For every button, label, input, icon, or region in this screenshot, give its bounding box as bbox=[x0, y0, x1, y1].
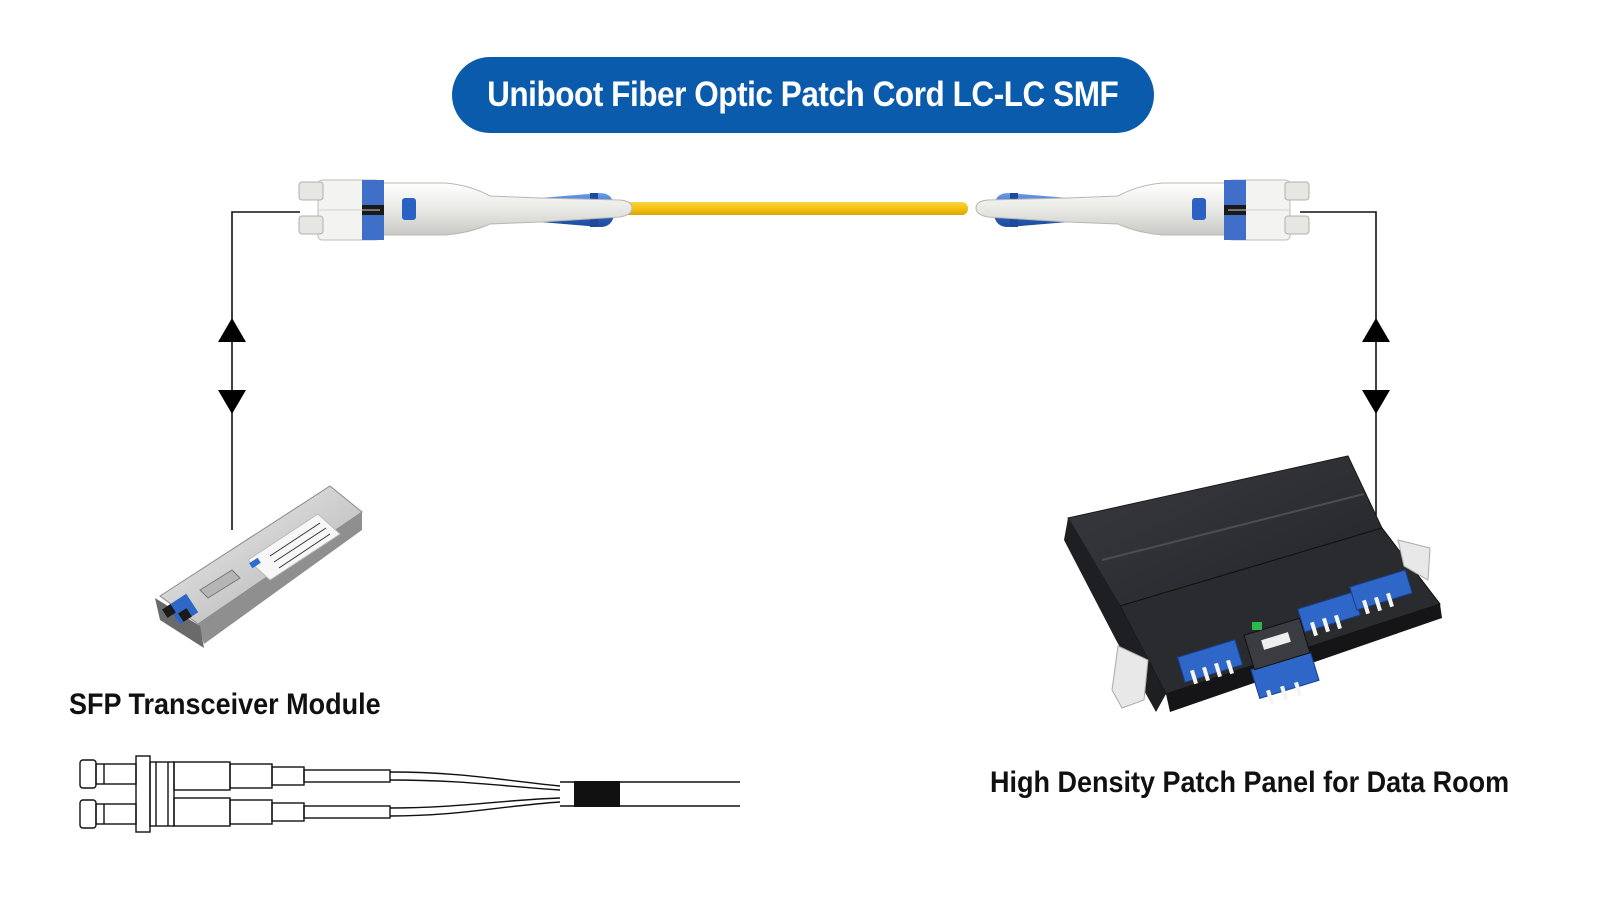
sfp-module-image bbox=[155, 486, 362, 648]
left-down-arrow-icon bbox=[218, 390, 246, 414]
left-connection-line bbox=[232, 212, 300, 530]
uniboot-patch-cord bbox=[299, 180, 1309, 240]
right-lc-connector bbox=[976, 180, 1309, 240]
patch-panel-label: High Density Patch Panel for Data Room bbox=[990, 766, 1509, 800]
left-up-arrow-icon bbox=[218, 318, 246, 342]
lc-connector-drawing bbox=[80, 756, 740, 832]
yellow-fiber-cable bbox=[608, 202, 968, 215]
right-up-arrow-icon bbox=[1362, 318, 1390, 342]
heat-shrink-sleeve bbox=[574, 781, 620, 807]
patch-panel-image bbox=[1064, 456, 1442, 712]
left-lc-connector bbox=[299, 180, 632, 240]
right-down-arrow-icon bbox=[1362, 390, 1390, 414]
sfp-transceiver-label: SFP Transceiver Module bbox=[69, 688, 381, 722]
